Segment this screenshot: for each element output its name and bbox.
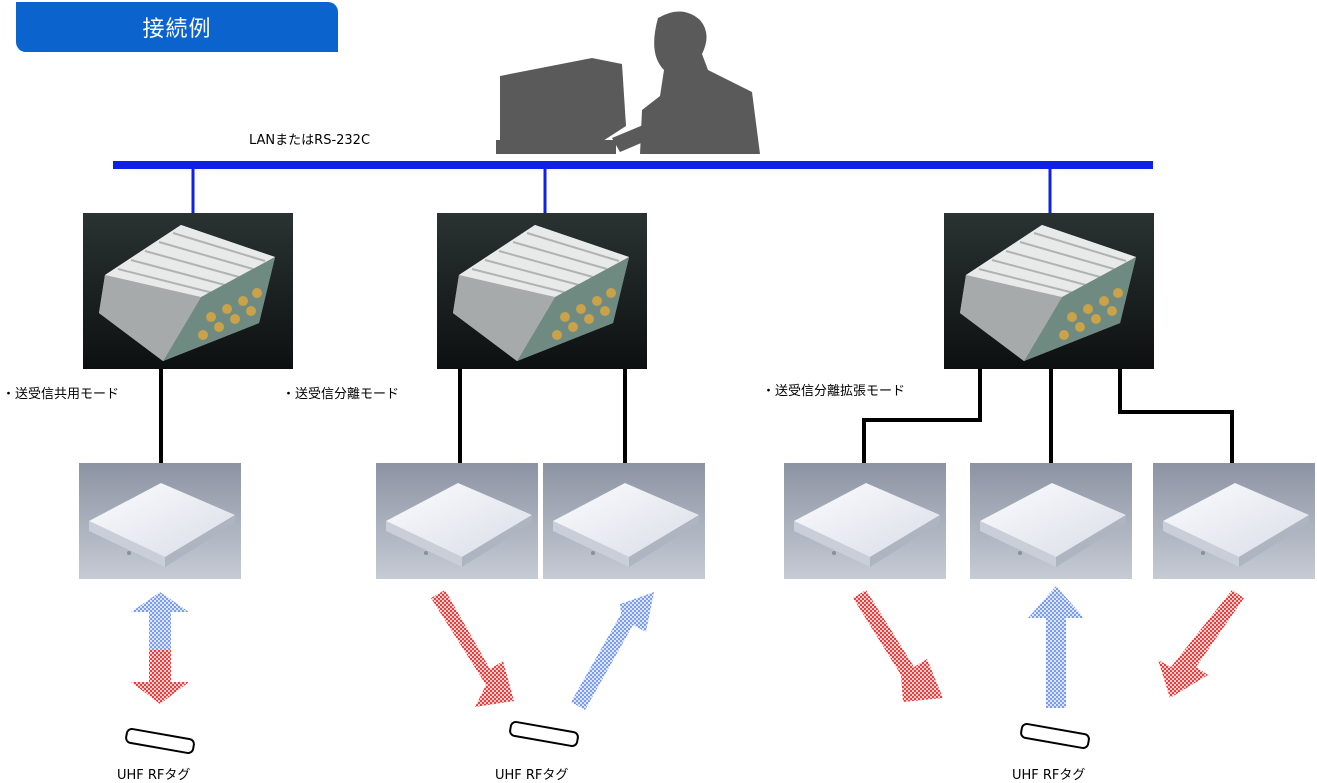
tag-label: UHF RFタグ — [495, 768, 569, 783]
antenna-1 — [79, 463, 241, 579]
transmit-arrow-icon — [1158, 590, 1244, 698]
antenna-4 — [784, 463, 946, 579]
mode-label-shared: ・送受信共用モード — [2, 387, 120, 402]
antenna-6 — [1153, 463, 1315, 579]
network-label: LANまたはRS-232C — [249, 133, 371, 148]
diagram-title: 接続例 — [16, 2, 338, 52]
receive-arrow-icon — [1028, 586, 1084, 708]
antenna-2 — [376, 463, 538, 579]
antenna-5 — [970, 463, 1132, 579]
rfid-tag-icon — [124, 727, 196, 755]
antenna-3 — [543, 463, 705, 579]
tag-label: UHF RFタグ — [117, 768, 191, 783]
tag-label: UHF RFタグ — [1012, 768, 1086, 783]
rfid-tag-icon — [508, 720, 580, 748]
mode-label-separated: ・送受信分離モード — [282, 387, 400, 402]
network-bus — [113, 161, 1153, 169]
rfid-tag-icon — [1019, 722, 1091, 750]
bus-drop-lines — [191, 169, 1052, 213]
antenna-cables — [159, 369, 1234, 463]
rfid-reader-1 — [82, 212, 294, 370]
transmit-arrow-icon — [431, 590, 514, 707]
receive-arrow-icon — [571, 592, 654, 710]
bidirectional-arrow-icon — [131, 592, 189, 704]
rfid-reader-3 — [943, 212, 1155, 370]
mode-label-separated-extended: ・送受信分離拡張モード — [762, 384, 906, 399]
rfid-reader-2 — [436, 212, 648, 370]
computer-user-icon — [496, 11, 760, 154]
transmit-arrow-icon — [853, 590, 943, 702]
